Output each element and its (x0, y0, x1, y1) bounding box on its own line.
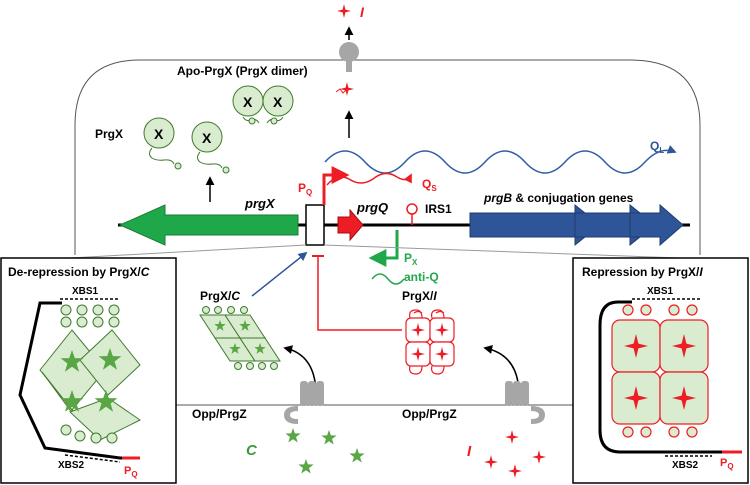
qs-transcript (326, 172, 412, 186)
prgx-c-complex (199, 306, 281, 370)
dna-right-bent (598, 300, 722, 454)
repression-line (317, 256, 402, 331)
inhibitor-label-top: I (360, 4, 365, 20)
ql-label: QL (650, 139, 664, 155)
i-inhibitor-stars (484, 430, 546, 478)
c-pheromone-stars (285, 428, 365, 474)
pq-left-label: PQ (124, 465, 138, 479)
prgx-i-label: PrgX/I (402, 289, 437, 303)
anti-q-label: anti-Q (404, 270, 439, 284)
prgb-gene-arrows (469, 203, 684, 247)
prgx-gene-label: prgX (244, 196, 276, 211)
zoom-line-left (69, 244, 307, 259)
xbs2-right-label: XBS2 (672, 460, 699, 471)
prgx-gene-arrow (118, 204, 299, 246)
irs1-label: IRS1 (425, 202, 452, 216)
prgb-gene-label: prgB & conjugation genes (483, 191, 634, 205)
qs-label: QS (422, 177, 437, 193)
export-channel (339, 26, 359, 138)
prgx-monomers (143, 117, 230, 174)
dimer-x-2: X (273, 94, 283, 110)
opp-transporter-left (284, 381, 324, 424)
zoom-line-right (323, 244, 681, 259)
prgx-protein-label: PrgX (95, 127, 123, 141)
prgq-gene-arrow (337, 208, 364, 242)
repression-inset (572, 257, 749, 484)
xbs2-left-mark (64, 454, 121, 463)
i-inhibitor-label: I (467, 443, 472, 460)
monomer-x-1: X (154, 126, 164, 142)
monomer-x-2: X (202, 130, 212, 146)
opp-right-label: Opp/PrgZ (402, 407, 457, 421)
inhibitor-star-processed (335, 82, 354, 96)
anti-q-transcript (371, 273, 405, 285)
derepression-arrow (251, 251, 308, 297)
prgx-c-label: PrgX/C (200, 289, 240, 303)
prgq-gene-label: prgQ (356, 200, 388, 215)
dna-left-bent (18, 301, 122, 460)
repression-title: Repression by PrgX/I (582, 265, 703, 279)
inhibitor-star-top (337, 4, 351, 18)
ql-transcript (324, 145, 677, 174)
c-pheromone-label: C (246, 442, 258, 459)
operator-box (305, 204, 325, 246)
cell-membrane (74, 59, 701, 255)
apo-prgx-title: Apo-PrgX (PrgX dimer) (177, 64, 308, 78)
opp-transporter-right (505, 381, 545, 424)
pq-right-label: PQ (720, 457, 734, 471)
pq-label: PQ (298, 181, 312, 197)
derepression-title: De-repression by PrgX/C (8, 265, 150, 279)
xbs2-left-label: XBS2 (58, 460, 85, 471)
opp-left-label: Opp/PrgZ (192, 407, 247, 421)
dimer-x-1: X (243, 94, 253, 110)
apo-prgx-dimer (232, 85, 294, 125)
px-promoter-arrow (368, 230, 399, 267)
derepression-complex (39, 304, 141, 444)
prgx-i-complex (405, 309, 455, 375)
irs1-terminator (406, 203, 418, 225)
xbs1-right-label: XBS1 (647, 286, 674, 297)
pq-promoter-arrow (322, 166, 350, 205)
xbs1-left-label: XBS1 (72, 286, 99, 297)
px-label: PX (404, 251, 418, 267)
